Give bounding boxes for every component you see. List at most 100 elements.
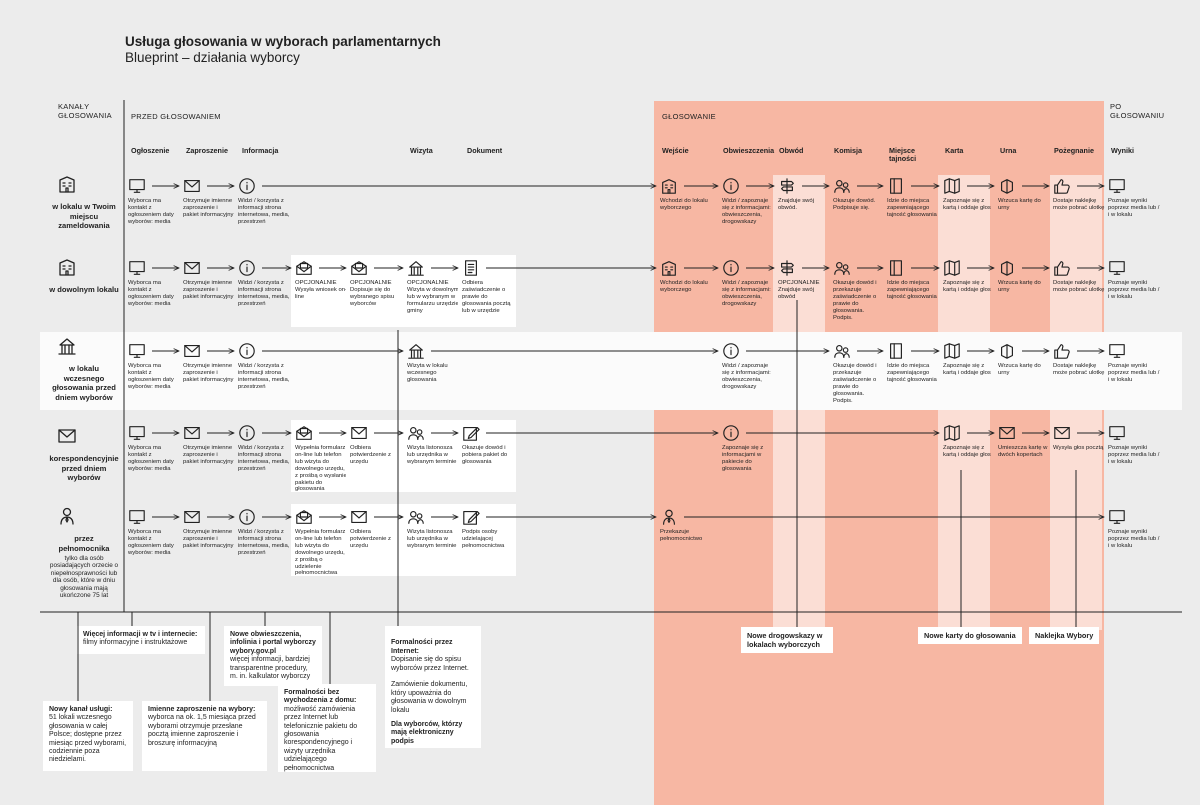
step-text: Wyborca ma kontakt z ogłoszeniem daty wy…: [128, 198, 174, 225]
map-icon: [943, 177, 961, 200]
map-icon: [943, 424, 961, 447]
stage-8: Komisja: [834, 146, 862, 155]
step-text: Poznaje wyniki poprzez media lub / i w l…: [1108, 363, 1160, 383]
stage-9: Miejsce tajności: [889, 146, 917, 163]
envelope-icon: [183, 342, 201, 365]
channel-label-0: w lokalu w Twoim miejscu zameldowania: [52, 202, 116, 230]
note-personal-invitation: Imienne zaproszenie na wybory:wyborca na…: [142, 701, 267, 771]
envelope-icon: [1053, 424, 1071, 447]
step-card: Widzi / korzysta z informacji strona int…: [234, 420, 289, 484]
channel-label-3: korespondencyjnie przed dniem wyborów: [49, 454, 119, 482]
step-text: Przekazuje pełnomocnictwo: [660, 529, 703, 542]
thumb-up-icon: [1053, 177, 1071, 200]
step-card: Otrzymuje imienne zaproszenie i pakiet i…: [179, 255, 233, 319]
step-card: Przekazuje pełnomocnictwo: [656, 504, 706, 568]
step-text: Widzi / zapoznaje się z informacjami: ob…: [722, 363, 771, 390]
envelope-icon: [58, 429, 76, 443]
step-text: Wchodzi do lokalu wyborczego: [660, 198, 708, 211]
step-text: Otrzymuje imienne zaproszenie i pakiet i…: [183, 280, 234, 300]
step-text: Odbiera potwierdzenie z urzędu: [350, 529, 391, 549]
envelope-icon: [998, 424, 1016, 447]
step-text: Okazuje dowód i przekazuje zaświadczenie…: [833, 280, 877, 321]
monitor-icon: [1108, 342, 1126, 365]
envelope-icon: [350, 508, 368, 531]
building-icon: [59, 176, 75, 193]
step-card: Znajduje swój obwód.: [774, 173, 824, 237]
step-text: Idzie do miejsca zapewniającego tajność …: [887, 280, 937, 300]
step-text: Widzi / zapoznaje się z informacjami: ob…: [722, 198, 771, 225]
info-icon: [238, 424, 256, 447]
step-card: Wyborca ma kontakt z ogłoszeniem daty wy…: [124, 173, 174, 237]
signpost-icon: [778, 259, 796, 282]
step-text: Wyborca ma kontakt z ogłoszeniem daty wy…: [128, 529, 174, 556]
step-text: Poznaje wyniki poprzez media lub / i w l…: [1108, 529, 1160, 549]
tag-new-ballots: Nowe karty do głosowania: [918, 627, 1022, 644]
stage-2: Informacja: [242, 146, 279, 155]
pen-icon: [462, 508, 480, 531]
booth-icon: [887, 177, 905, 200]
step-card: Podpis osoby udzielającej pełnomocnictwa: [458, 504, 516, 576]
person-tie-icon: [660, 508, 678, 531]
stage-13: Wyniki: [1111, 146, 1135, 155]
people-icon: [407, 424, 425, 447]
step-text: Wrzuca kartę do urny: [998, 280, 1041, 293]
step-text: Zapoznaje się z kartą i oddaje głos: [943, 363, 991, 376]
thumb-up-icon: [1053, 259, 1071, 282]
envelope-icon: [183, 508, 201, 531]
step-card: Wchodzi do lokalu wyborczego: [656, 173, 708, 237]
step-text: Wizyta w lokalu wczesnego głosowania: [407, 363, 448, 383]
step-text: Dostaje naklejkę może pobrać ulotkę: [1053, 198, 1105, 211]
channel-label-2: w lokalu wczesnego głosowania przed dnie…: [52, 364, 116, 402]
step-text: Wizyta listonosza lub urzędnika w wybran…: [407, 529, 457, 549]
step-text: OPCJONALNIE Wysyła wniosek on-line: [295, 280, 347, 300]
people-icon: [833, 259, 851, 282]
channels-header: KANAŁY GŁOSOWANIA: [58, 102, 112, 120]
step-card: Odbiera zaświadczenie o prawie do głosow…: [458, 255, 516, 327]
info-icon: [238, 259, 256, 282]
monitor-icon: [1108, 424, 1126, 447]
voting-header: GŁOSOWANIE: [662, 112, 716, 121]
envelope-open-icon: [350, 259, 368, 282]
page-title: Usługa głosowania w wyborach parlamentar…: [125, 34, 441, 49]
step-text: Otrzymuje imienne zaproszenie i pakiet i…: [183, 445, 234, 465]
info-icon: [722, 424, 740, 447]
step-card: Idzie do miejsca zapewniającego tajność …: [883, 255, 937, 319]
step-card: Wrzuca kartę do urny: [994, 255, 1044, 319]
channel-icon-0: [57, 174, 77, 199]
step-card: Poznaje wyniki poprzez media lub / i w l…: [1104, 173, 1159, 237]
stage-10: Karta: [945, 146, 964, 155]
envelope-open-icon: [295, 424, 313, 447]
early-voting-band: [40, 332, 1182, 410]
stage-11: Urna: [1000, 146, 1017, 155]
step-text: Widzi / korzysta z informacji strona int…: [238, 280, 290, 307]
step-card: Okazuje dowód. Podpisuje się.: [829, 173, 879, 237]
monitor-icon: [1108, 259, 1126, 282]
step-text: Otrzymuje imienne zaproszenie i pakiet i…: [183, 363, 234, 383]
before-voting-header: PRZED GŁOSOWANIEM: [131, 112, 221, 121]
note-new-announcements: Nowe obwieszczenia, infolinia i portal w…: [224, 626, 322, 686]
step-card: Dostaje naklejkę może pobrać ulotkę: [1049, 173, 1104, 237]
info-icon: [238, 177, 256, 200]
monitor-icon: [1108, 177, 1126, 200]
step-card: Widzi / korzysta z informacji strona int…: [234, 255, 289, 319]
step-text: Zapoznaje się z informacjami w pakiecie …: [722, 445, 764, 472]
step-text: Dostaje naklejkę może pobrać ulotkę: [1053, 280, 1105, 293]
step-card: Wrzuca kartę do urny: [994, 173, 1044, 237]
step-text: Otrzymuje imienne zaproszenie i pakiet i…: [183, 198, 234, 218]
tag-new-signposts: Nowe drogowskazy w lokalach wyborczych: [741, 627, 833, 653]
voting-zone: [654, 101, 1104, 805]
envelope-icon: [183, 424, 201, 447]
step-text: Okazuje dowód i pobiera pakiet do głosow…: [462, 445, 508, 465]
note-online-formalities: Formalności przez Internet:Dopisanie się…: [385, 626, 481, 748]
step-card: Okazuje dowód i pobiera pakiet do głosow…: [458, 420, 516, 492]
step-text: Zapoznaje się z kartą i oddaje głos: [943, 280, 991, 293]
step-card: Odbiera potwierdzenie z urzędu: [346, 504, 404, 576]
people-icon: [833, 342, 851, 365]
step-card: Otrzymuje imienne zaproszenie i pakiet i…: [179, 173, 233, 237]
channel-icon-2: [57, 336, 77, 361]
step-card: Widzi / zapoznaje się z informacjami: ob…: [718, 338, 771, 402]
step-card: Idzie do miejsca zapewniającego tajność …: [883, 338, 937, 402]
info-icon: [722, 259, 740, 282]
step-text: OPCJONALNIE Dopisuje się do wybranego sp…: [350, 280, 395, 307]
